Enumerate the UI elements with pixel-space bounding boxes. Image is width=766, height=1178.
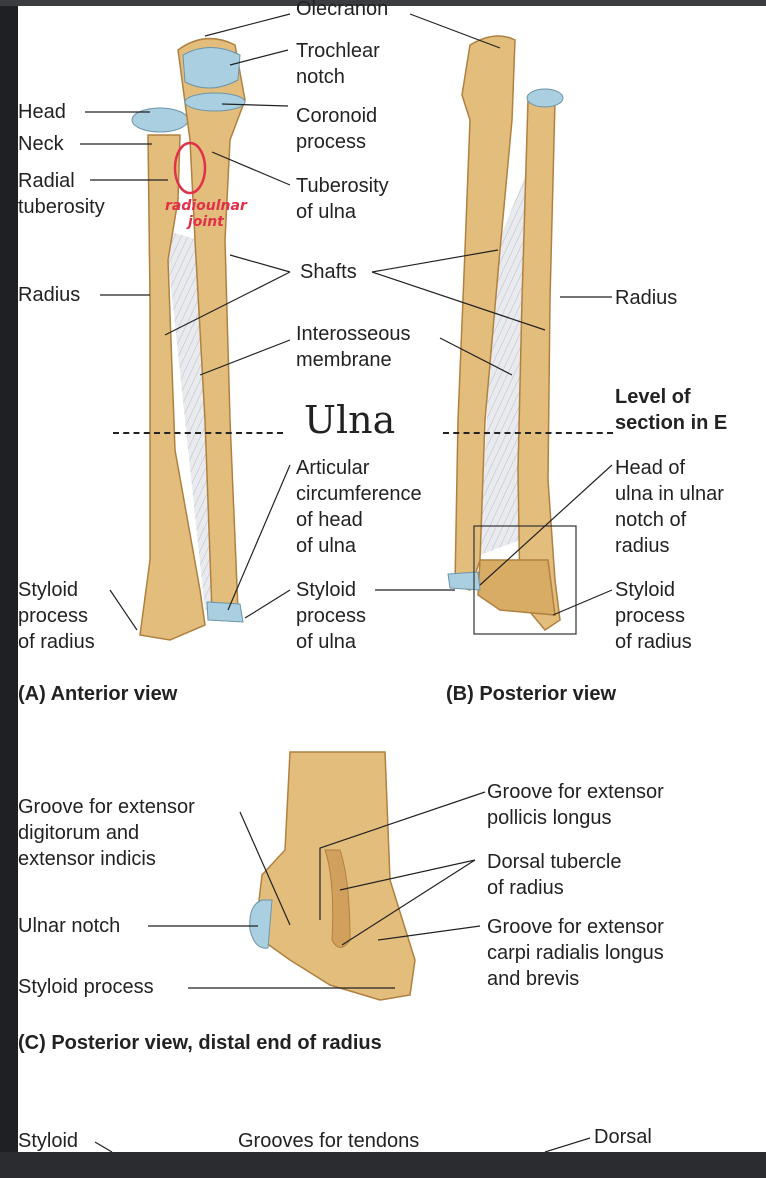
section-box [473,525,577,635]
panel-a-bones [131,37,246,641]
label-articular-circumference: Articular circumference of head of ulna [296,457,422,557]
bone-illustration [80,13,613,1152]
label-styloid-process-radius-b: Styloid process of radius [615,579,692,653]
label-groove-pollicis: Groove for extensor pollicis longus [487,781,664,829]
ulna-head-a [206,601,244,623]
label-groove-digitorum: Groove for extensor digitorum and extens… [18,796,195,870]
ulna-b [454,35,516,591]
section-line-right [443,432,613,434]
radius-a [139,134,206,641]
label-tuberosity-of-ulna: Tuberosity of ulna [296,175,389,223]
label-level-of-section: Level of section in E [615,386,728,434]
trochlear-notch-a [182,47,241,89]
caption-c: (C) Posterior view, distal end of radius [18,1032,382,1054]
label-olecranon: Olecranon [296,0,389,20]
caption-a: (A) Anterior view [18,683,178,705]
label-head-of-ulna: Head of ulna in ulnar notch of radius [615,457,724,557]
label-trochlear-notch: Trochlear notch [296,40,380,88]
label-styloid-process-c: Styloid process [18,976,154,998]
left-border [0,6,18,1152]
label-dorsal-d: Dorsal [594,1126,652,1148]
label-dorsal-tubercle: Dorsal tubercle of radius [487,851,622,899]
top-bar [0,0,766,6]
panel-b-bones [447,35,577,635]
label-radius-b: Radius [615,287,678,309]
section-line-left [113,432,283,434]
radial-head-b [526,88,564,108]
ulna-a [177,37,246,613]
label-styloid-d: Styloid [18,1130,79,1152]
figure-page [18,6,766,1152]
label-radius-a: Radius [18,284,81,306]
panel-d-leaders [94,1137,591,1152]
label-ulna-handwritten: Ulna [304,398,396,442]
coronoid-cartilage-a [184,92,246,112]
panel-c-leaders [148,791,486,989]
radius-distal-b [477,559,556,616]
label-ulnar-notch: Ulnar notch [18,915,121,937]
label-neck: Neck [18,133,64,155]
label-coronoid-process: Coronoid process [296,105,378,153]
label-interosseous-membrane: Interosseous membrane [296,323,411,371]
label-grooves-for-tendons: Grooves for tendons [238,1130,420,1152]
label-head: Head [18,101,66,123]
panel-a-leaders [80,13,291,631]
handwritten-circle [173,141,207,195]
radius-b [517,99,561,631]
label-styloid-process-ulna: Styloid process of ulna [296,579,367,653]
ulnar-notch-c [249,899,273,949]
dorsal-tubercle-c [324,849,351,948]
panel-b-leaders [371,13,613,616]
label-groove-carpi: Groove for extensor carpi radialis longu… [487,916,664,990]
panel-c-bones [249,751,416,1001]
label-shafts: Shafts [300,261,357,283]
label-styloid-process-radius-a: Styloid process of radius [18,579,95,653]
caption-b: (B) Posterior view [446,683,617,705]
label-radial-tuberosity: Radial tuberosity [18,170,105,218]
bottom-bar [0,1152,766,1178]
handwritten-annotation: radioulnar joint [165,198,247,230]
ulna-head-b [447,571,481,591]
